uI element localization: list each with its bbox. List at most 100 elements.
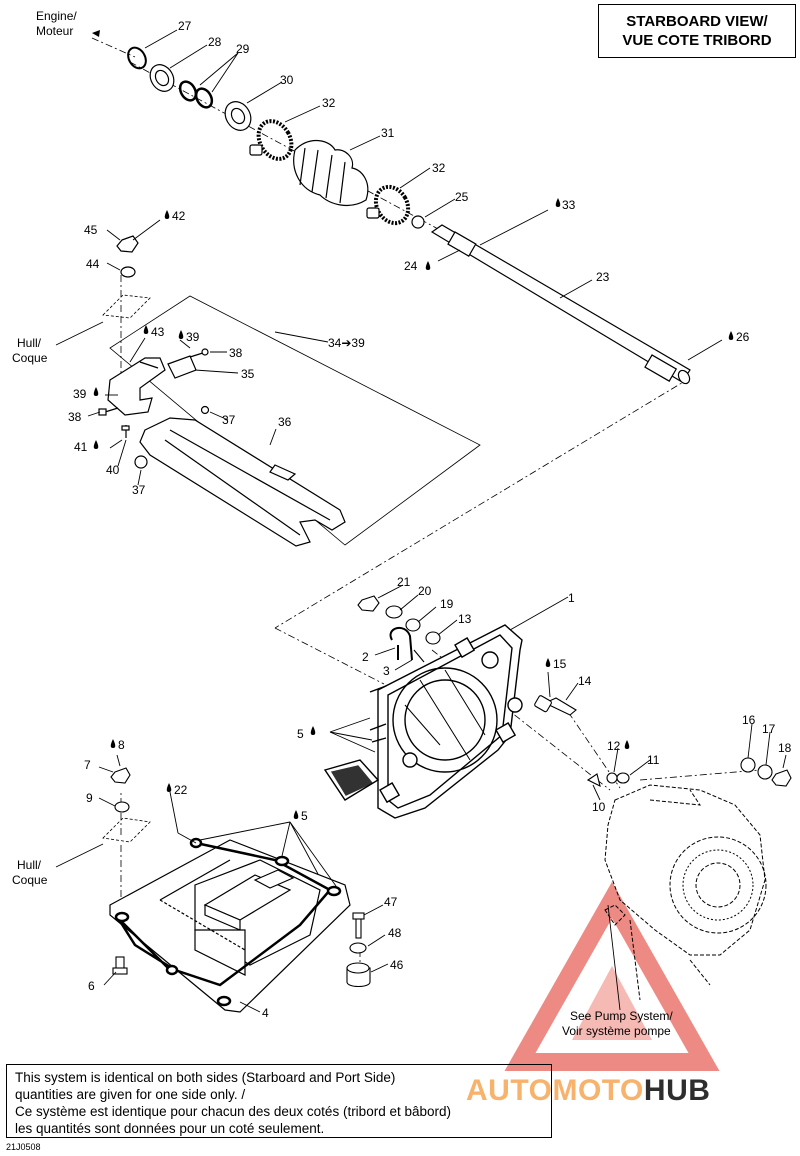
nut-45 (116, 235, 139, 253)
nut-7 (110, 767, 131, 784)
part-number: 18 (778, 741, 792, 755)
oring-29a (178, 80, 198, 102)
lower-hardware (110, 767, 371, 988)
clamp-32a (256, 119, 294, 161)
drop-icon (310, 726, 316, 735)
drawing-code: 21J0508 (6, 1142, 41, 1152)
drop-icon (555, 198, 561, 207)
housing-1 (323, 624, 523, 819)
part-number: 38 (229, 346, 243, 360)
part-number: 36 (278, 415, 292, 429)
skid-36 (139, 417, 346, 547)
note-line: This system is identical on both sides (… (15, 1070, 396, 1085)
part-number: 6 (88, 979, 95, 993)
watermark-logo: AUTOMOTOHUB (466, 1074, 710, 1108)
washer-11 (616, 772, 630, 784)
part-number: 47 (384, 895, 398, 909)
view-title-box: STARBOARD VIEW/ VUE COTE TRIBORD (598, 4, 796, 58)
hull-inset-dashed-panel-lower (102, 817, 151, 843)
rail-35 (167, 355, 197, 379)
part-number: 32 (322, 96, 336, 110)
nut-18 (771, 769, 792, 787)
part-number: 3 (383, 664, 390, 678)
pump-outline (604, 784, 767, 1001)
leader-lines (55, 29, 787, 1013)
washer-20 (385, 605, 403, 619)
part-number: 10 (592, 800, 606, 814)
part-number: 31 (381, 126, 395, 140)
part-number: 5 (297, 727, 304, 741)
drive-line-parts (127, 46, 691, 385)
washer-12 (606, 772, 618, 784)
part-number: 48 (388, 926, 402, 940)
part-number: 8 (118, 738, 125, 752)
part-number: 44 (86, 257, 100, 271)
watermark-part1: AUTOMOTO (466, 1074, 644, 1107)
washer-17 (757, 764, 773, 780)
part-number: 28 (208, 35, 222, 49)
part-number: 11 (647, 753, 660, 767)
watermark-triangle (504, 881, 720, 1071)
see-pump-label: See Pump System/ (570, 1009, 673, 1023)
note-line: quantities are given for one side only. … (15, 1087, 246, 1102)
engine-label: Engine/ (36, 9, 77, 23)
oring-29b (194, 87, 214, 109)
part-number: 32 (432, 161, 446, 175)
see-pump-label-fr: Voir système pompe (562, 1024, 671, 1038)
bracket-43 (107, 357, 166, 416)
watermark-part2: HUB (643, 1074, 711, 1107)
washer-19 (405, 618, 421, 632)
part-number: 9 (86, 791, 93, 805)
part-number: 16 (742, 713, 756, 727)
part-number: 24 (404, 259, 418, 273)
part-number: 45 (84, 223, 98, 237)
part-number: 21 (397, 575, 411, 589)
part-number: 39 (186, 330, 200, 344)
bottom-plate-4 (109, 839, 351, 1013)
housing-hardware (357, 595, 792, 788)
drop-icon (110, 739, 116, 748)
part-number: 15 (553, 657, 567, 671)
part-number: 27 (178, 19, 192, 33)
drop-icon (178, 330, 184, 339)
ring-27 (127, 46, 147, 70)
nut-21 (357, 595, 380, 612)
drop-icon (545, 658, 551, 667)
drop-icon (143, 325, 149, 334)
drop-icon (293, 810, 299, 819)
part-number: 40 (106, 463, 120, 477)
part-number: 43 (151, 325, 165, 339)
part-number: 17 (762, 722, 776, 736)
part-number: 4 (262, 1006, 269, 1020)
part-number: 12 (607, 739, 621, 753)
part-number: 22 (174, 783, 188, 797)
part-number: 39 (73, 387, 87, 401)
drop-icon (164, 210, 170, 219)
part-number: 37 (132, 483, 146, 497)
stud-14 (543, 697, 577, 716)
washer-9 (114, 801, 130, 813)
part-number: 23 (596, 270, 610, 284)
drop-icons (93, 198, 734, 819)
part-number: 1 (568, 591, 575, 605)
hull-inset-dashed-panel (102, 294, 151, 319)
part-number: 38 (68, 410, 82, 424)
drop-icon (93, 387, 99, 396)
shaft-23 (430, 224, 691, 383)
hull-label-fr: Coque (12, 351, 48, 365)
part-number: 29 (236, 42, 250, 56)
clamp-32b (373, 184, 411, 226)
part-number: 42 (172, 209, 186, 223)
engine-arrow-icon (92, 30, 100, 37)
washer-25 (411, 215, 425, 229)
washer-16 (740, 757, 756, 773)
part-number: 41 (74, 440, 88, 454)
engine-label-fr: Moteur (36, 24, 73, 38)
clip-10 (586, 773, 601, 788)
part-number: 19 (440, 597, 454, 611)
part-number: 20 (418, 584, 432, 598)
drop-icon (425, 261, 431, 270)
part-number: 37 (222, 413, 236, 427)
note-line: Ce système est identique pour chacun des… (15, 1104, 451, 1119)
